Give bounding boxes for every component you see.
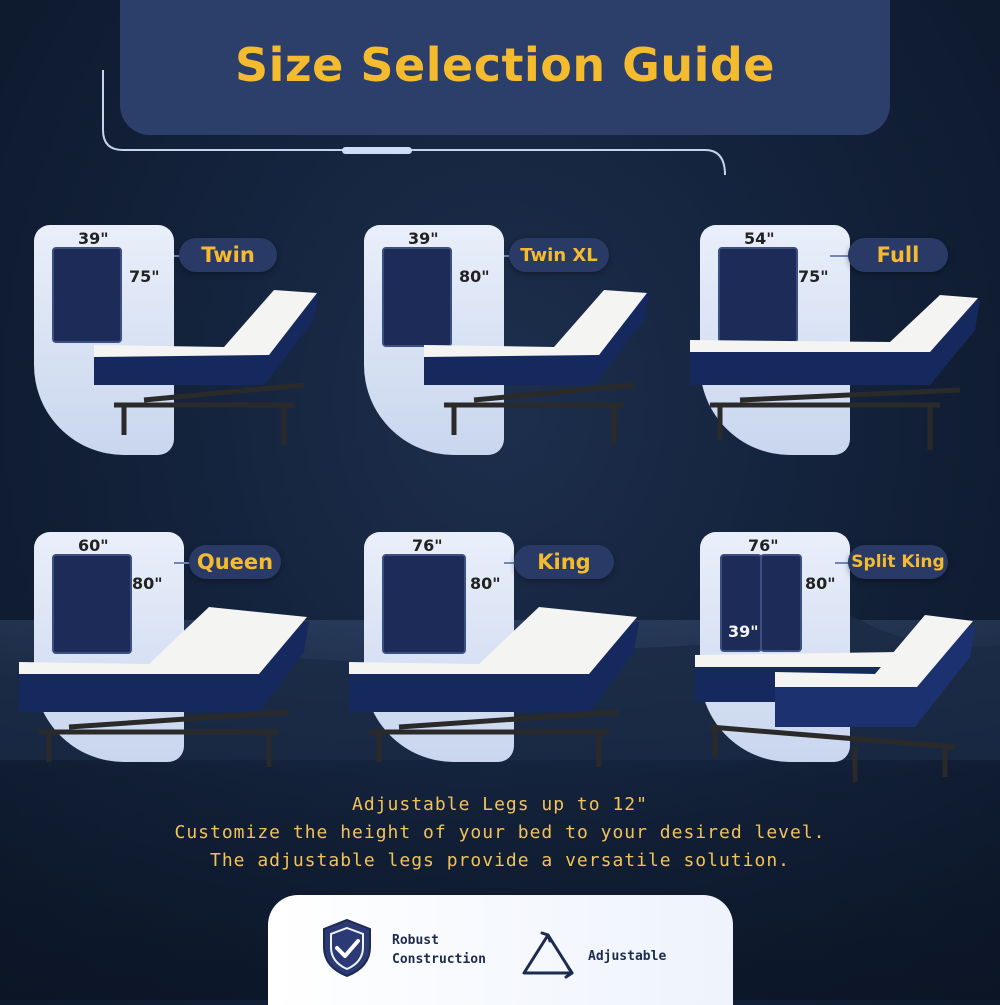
adjustable-bed-image: [424, 290, 649, 445]
size-name-badge: Twin XL: [509, 238, 609, 272]
mattress-footprint-left: [720, 554, 762, 652]
adjustable-label: Adjustable: [588, 949, 667, 964]
size-card-twin-xl: 39" 80" Twin XL: [364, 225, 684, 465]
adjustable-bed-image: [349, 607, 639, 767]
width-label: 76": [412, 536, 443, 555]
length-label: 80": [805, 574, 836, 593]
mattress-footprint: [382, 554, 466, 654]
features-panel: Robust Construction Adjustable: [268, 895, 733, 1005]
width-label: 60": [78, 536, 109, 555]
adjustable-bed-image: [690, 295, 980, 450]
shield-check-icon: [323, 918, 371, 978]
legs-heading: Adjustable Legs up to 12": [352, 794, 648, 815]
half-width-label: 39": [728, 622, 759, 641]
legs-description-1: Customize the height of your bed to your…: [174, 822, 826, 843]
adjust-arrows-icon: [522, 931, 574, 979]
adjustable-bed-image: [19, 607, 309, 767]
robust-line-2: Construction: [392, 952, 486, 967]
size-card-queen: 60" 80" Queen: [19, 532, 354, 772]
size-card-full: 54" 75" Full: [690, 225, 1000, 465]
size-card-twin: 39" 75" Twin: [34, 225, 354, 465]
mattress-footprint: [718, 247, 798, 343]
length-label: 75": [129, 267, 160, 286]
robust-line-1: Robust: [392, 933, 439, 948]
length-label: 80": [459, 267, 490, 286]
size-card-king: 76" 80" King: [349, 532, 684, 772]
size-name-badge: King: [514, 545, 614, 579]
mattress-footprint: [52, 554, 132, 654]
mattress-footprint: [52, 247, 122, 343]
decorative-line: [102, 70, 726, 176]
width-label: 54": [744, 229, 775, 248]
connector-line: [830, 255, 850, 257]
size-name-badge: Split King: [848, 545, 948, 579]
size-card-split-king: 76" 80" 39" Split King: [695, 532, 1000, 782]
adjustable-bed-image: [695, 615, 975, 782]
robust-construction-label: Robust Construction: [392, 931, 486, 969]
header-banner: Size Selection Guide: [120, 0, 890, 135]
length-label: 80": [470, 574, 501, 593]
width-label: 39": [78, 229, 109, 248]
connector-line: [174, 562, 194, 564]
length-label: 80": [132, 574, 163, 593]
page-title: Size Selection Guide: [235, 38, 775, 92]
legs-description-2: The adjustable legs provide a versatile …: [209, 850, 790, 871]
mattress-footprint: [382, 247, 452, 347]
width-label: 39": [408, 229, 439, 248]
mattress-footprint-right: [760, 554, 802, 652]
length-label: 75": [798, 267, 829, 286]
size-name-badge: Twin: [179, 238, 277, 272]
size-name-badge: Queen: [189, 545, 281, 579]
connector-line: [835, 562, 855, 564]
size-name-badge: Full: [848, 238, 948, 272]
adjustable-bed-image: [94, 290, 319, 445]
width-label: 76": [748, 536, 779, 555]
